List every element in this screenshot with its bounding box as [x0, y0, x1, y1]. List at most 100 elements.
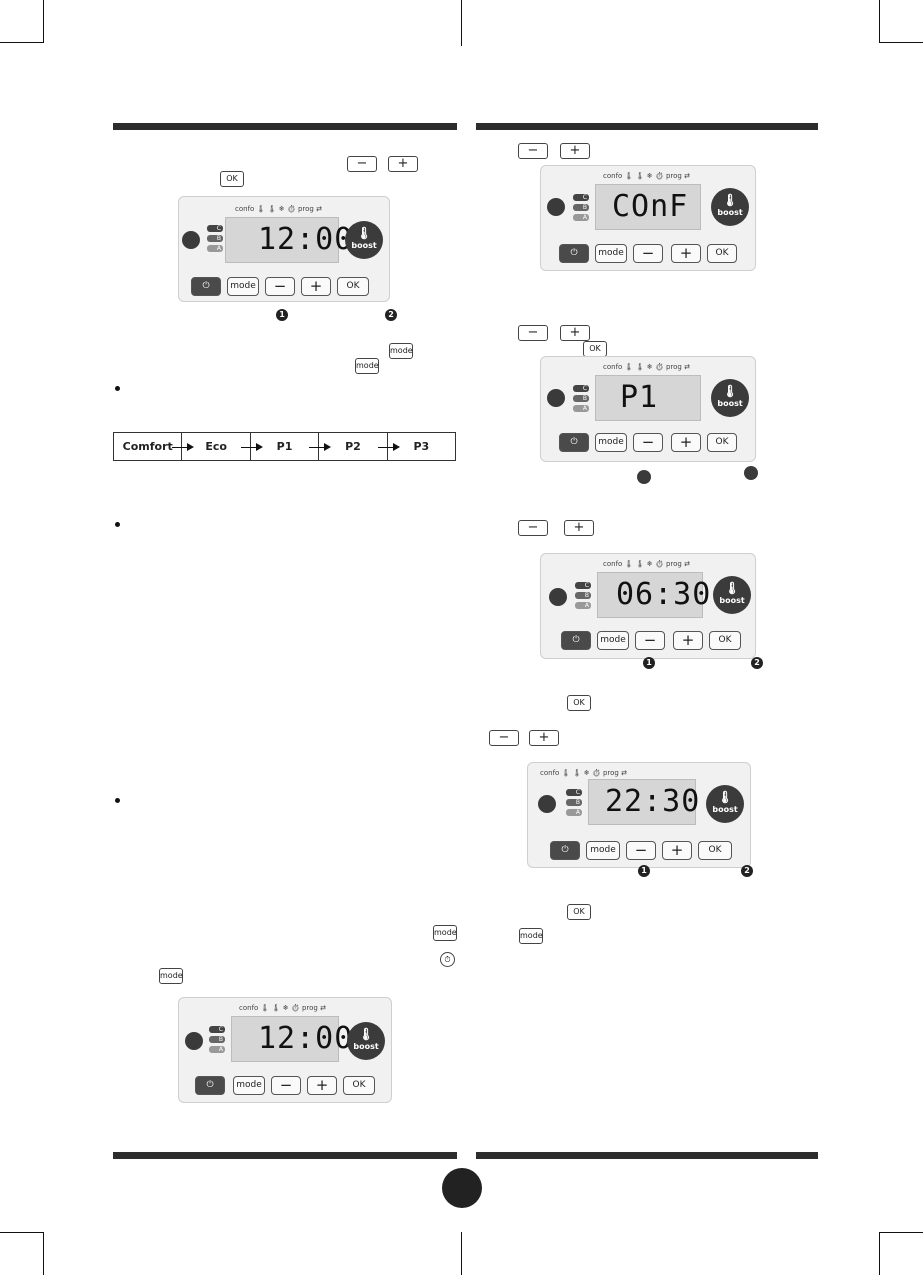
- device-panel: confo 🌡 🌡 ❄ ⏱ prog ⇄ C B A 12:00 🌡boost …: [178, 997, 392, 1103]
- power-button[interactable]: ⏻: [559, 433, 589, 452]
- status-led: [182, 231, 200, 249]
- mode-button[interactable]: mode: [227, 277, 259, 296]
- arrow-icon: [172, 442, 195, 451]
- plus-button[interactable]: +: [671, 433, 701, 452]
- ok-key-icon: OK: [583, 341, 607, 357]
- minus-button[interactable]: −: [635, 631, 665, 650]
- status-led: [547, 198, 565, 216]
- ok-button[interactable]: OK: [343, 1076, 375, 1095]
- power-button[interactable]: ⏻: [550, 841, 580, 860]
- sequence-item-eco: Eco: [172, 433, 249, 460]
- sequence-item-p2: P2: [309, 433, 386, 460]
- boost-label: boost: [717, 399, 743, 408]
- header-rule-right: [476, 123, 818, 130]
- crop-mark: [0, 42, 44, 43]
- device-panel: confo 🌡 🌡 ❄ ⏱ prog ⇄ C B A COnF 🌡boost ⏻…: [540, 165, 756, 271]
- bullet: [115, 522, 120, 527]
- lcd-display: 12:00: [258, 1021, 354, 1056]
- mode-key-icon: mode: [519, 928, 543, 944]
- ok-button[interactable]: OK: [707, 244, 737, 263]
- zone-b: B: [573, 395, 589, 402]
- plus-button[interactable]: +: [673, 631, 703, 650]
- lcd-screen: COnF: [595, 184, 701, 230]
- crop-mark: [879, 1232, 923, 1233]
- step-1-badge: 1: [638, 865, 650, 877]
- ok-button[interactable]: OK: [709, 631, 741, 650]
- step-marker: [744, 466, 758, 480]
- minus-button[interactable]: −: [265, 277, 295, 296]
- mode-icons: confo 🌡 🌡 ❄ ⏱ prog ⇄: [603, 172, 690, 180]
- zone-c: C: [566, 789, 582, 796]
- power-button[interactable]: ⏻: [559, 244, 589, 263]
- ok-button[interactable]: OK: [707, 433, 737, 452]
- lcd-display: 06:30: [616, 577, 712, 612]
- lcd-screen: 22:30: [588, 779, 699, 825]
- boost-icon: 🌡boost: [713, 576, 751, 614]
- power-button[interactable]: ⏻: [195, 1076, 225, 1095]
- status-led: [549, 588, 567, 606]
- zone-c: C: [209, 1026, 225, 1033]
- crop-mark: [43, 0, 44, 42]
- mode-key-icon: mode: [159, 968, 183, 984]
- step-1-badge: 1: [643, 657, 655, 669]
- lcd-display: 12:00: [258, 222, 354, 257]
- boost-label: boost: [712, 805, 738, 814]
- zone-c: C: [575, 582, 591, 589]
- lcd-screen: 12:00: [231, 1016, 352, 1062]
- plus-button[interactable]: +: [301, 277, 331, 296]
- ok-key-icon: OK: [567, 695, 591, 711]
- zone-a: A: [566, 809, 582, 816]
- zone-a: A: [207, 245, 223, 252]
- minus-button[interactable]: −: [633, 433, 663, 452]
- minus-key-icon: −: [518, 143, 548, 159]
- ok-button[interactable]: OK: [337, 277, 369, 296]
- crop-mark: [0, 1232, 44, 1233]
- plus-button[interactable]: +: [671, 244, 701, 263]
- boost-icon: 🌡boost: [347, 1022, 385, 1060]
- device-panel: confo 🌡 🌡 ❄ ⏱ prog ⇄ C B A 06:30 🌡boost …: [540, 553, 756, 659]
- power-button[interactable]: ⏻: [561, 631, 591, 650]
- zone-b: B: [575, 592, 591, 599]
- mode-key-icon: mode: [355, 358, 379, 374]
- step-marker: [637, 470, 651, 484]
- lcd-display: 22:30: [605, 784, 701, 819]
- bullet: [115, 386, 120, 391]
- mode-button[interactable]: mode: [595, 244, 627, 263]
- plus-button[interactable]: +: [662, 841, 692, 860]
- bullet: [115, 798, 120, 803]
- boost-label: boost: [717, 208, 743, 217]
- minus-button[interactable]: −: [633, 244, 663, 263]
- crop-mark: [461, 0, 462, 46]
- zone-b: B: [573, 204, 589, 211]
- zone-c: C: [207, 225, 223, 232]
- zone-c: C: [573, 385, 589, 392]
- crop-mark: [879, 0, 880, 42]
- minus-button[interactable]: −: [626, 841, 656, 860]
- ok-button[interactable]: OK: [698, 841, 732, 860]
- crop-mark: [43, 1232, 44, 1275]
- plus-key-icon: +: [560, 143, 590, 159]
- step-1-badge: 1: [276, 309, 288, 321]
- plus-key-icon: +: [560, 325, 590, 341]
- crop-mark: [879, 42, 923, 43]
- plus-key-icon: +: [388, 156, 418, 172]
- page-number-badge: [442, 1168, 482, 1208]
- crop-mark: [879, 1232, 880, 1275]
- arrow-icon: [240, 442, 263, 451]
- mode-button[interactable]: mode: [233, 1076, 265, 1095]
- sequence-item-comfort: Comfort: [122, 440, 173, 453]
- plus-button[interactable]: +: [307, 1076, 337, 1095]
- minus-button[interactable]: −: [271, 1076, 301, 1095]
- boost-icon: 🌡boost: [711, 379, 749, 417]
- boost-label: boost: [351, 241, 377, 250]
- zone-a: A: [573, 214, 589, 221]
- mode-button[interactable]: mode: [595, 433, 627, 452]
- header-rule-left: [113, 123, 457, 130]
- mode-button[interactable]: mode: [597, 631, 629, 650]
- device-panel: confo 🌡 🌡 ❄ ⏱ prog ⇄ C B A 22:30 🌡boost …: [527, 762, 751, 868]
- zone-a: A: [573, 405, 589, 412]
- power-button[interactable]: ⏻: [191, 277, 221, 296]
- clock-icon: ⏱: [440, 952, 455, 967]
- footer-rule-left: [113, 1152, 457, 1159]
- mode-button[interactable]: mode: [586, 841, 620, 860]
